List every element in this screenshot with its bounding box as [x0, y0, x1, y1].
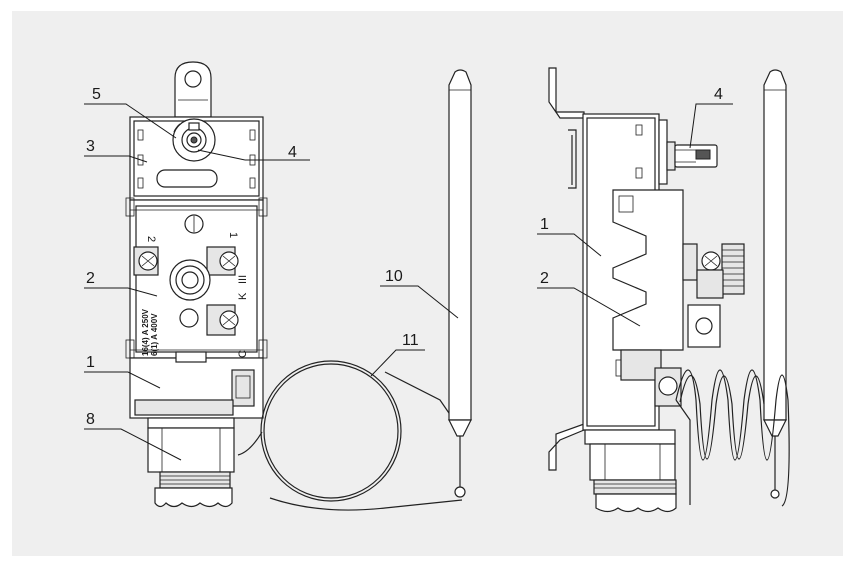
side-spindle — [658, 119, 718, 185]
callout-8: 8 — [86, 411, 95, 428]
side-bracket — [548, 67, 585, 471]
callout-2: 2 — [86, 270, 95, 287]
side-view: 4 1 2 — [537, 67, 790, 513]
side-callout-1: 1 — [540, 216, 549, 233]
marking-iii: III — [237, 275, 249, 284]
rating-line-1: 16(4) A 250V — [141, 308, 150, 356]
side-body — [582, 113, 684, 431]
mounting-tab — [174, 61, 212, 118]
sensor-bulb — [448, 69, 472, 498]
lower-housing — [129, 351, 264, 419]
terminal-mark-2: 2 — [145, 236, 157, 242]
marking-c: C — [237, 350, 249, 358]
terminal-mark-1: 1 — [227, 232, 239, 238]
side-leader-lines — [537, 103, 733, 327]
terminal-block: 2 1 C K III 16(4) A 250V 6(1) A 400V — [125, 197, 268, 359]
side-callout-4: 4 — [714, 86, 723, 103]
side-gland — [584, 367, 682, 513]
callout-10: 10 — [385, 268, 403, 285]
capillary-tube — [237, 360, 463, 511]
side-terminals — [682, 243, 745, 348]
callout-1: 1 — [86, 354, 95, 371]
front-leader-lines — [84, 103, 459, 461]
side-sensor — [675, 69, 790, 507]
callout-11: 11 — [402, 332, 419, 349]
rating-line-2: 6(1) A 400V — [150, 313, 159, 356]
front-view: 2 1 C K III 16(4) A 250V 6(1) A 400V — [84, 61, 472, 511]
adjustment-spindle — [172, 118, 216, 162]
callout-5: 5 — [92, 86, 101, 103]
callout-3: 3 — [86, 138, 95, 155]
side-callout-2: 2 — [540, 270, 549, 287]
cable-gland — [147, 417, 235, 508]
marking-k: K — [237, 292, 249, 300]
callout-4: 4 — [288, 144, 297, 161]
